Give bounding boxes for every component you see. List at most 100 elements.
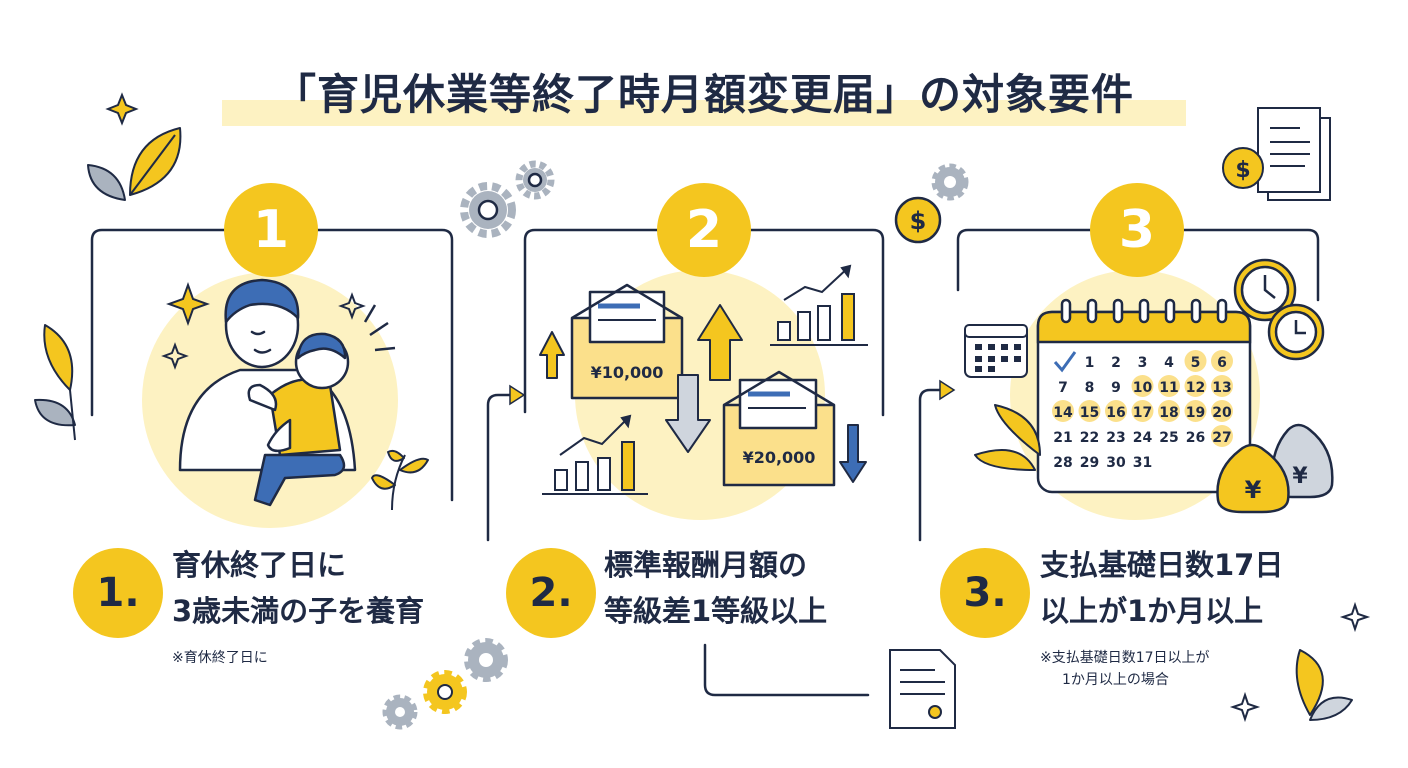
calendar-day: 31 (1133, 455, 1152, 471)
leaves-bottom-right (1295, 649, 1353, 721)
calendar-day: 17 (1133, 405, 1152, 421)
sparkles-1 (105, 92, 366, 370)
frame-2-right (746, 228, 885, 417)
calendar-day-highlight (1158, 400, 1180, 422)
title-container: 「育児休業等終了時月額変更届」の対象要件 (0, 62, 1408, 128)
calendar-day: 13 (1212, 380, 1231, 396)
calendar-day-highlight (1211, 350, 1233, 372)
arrow-head-1 (509, 384, 526, 406)
connector-1-2 (486, 393, 514, 542)
leaves-top-left (87, 127, 182, 201)
calendar-day: 8 (1085, 380, 1095, 396)
calendar-day: 14 (1053, 405, 1073, 421)
step-1-badge: 1. (73, 548, 163, 638)
calendar-day: 22 (1080, 430, 1099, 446)
calendar-day-highlight (1131, 375, 1154, 397)
connector-2-3 (918, 388, 944, 542)
step-2-number: 2 (657, 183, 751, 277)
calendar-day-highlight (1184, 350, 1207, 372)
bar-chart-1 (770, 264, 868, 346)
check-icon (1053, 351, 1077, 373)
envelope-2-amount: ¥20,000 (743, 448, 816, 467)
step-1-text: 育休終了日に 3歳未満の子を養育 (172, 542, 424, 634)
calendar-day: 4 (1164, 355, 1174, 371)
step-3-text: 支払基礎日数17日 以上が1か月以上 (1040, 542, 1283, 634)
frame-3-left (956, 228, 1095, 292)
frame-1-left (90, 228, 230, 417)
calendar-day: 19 (1186, 405, 1205, 421)
page-title: 「育児休業等終了時月額変更届」の対象要件 (273, 70, 1134, 119)
step-1-number: 1 (224, 183, 318, 277)
frame-3-right (1179, 228, 1320, 302)
gear-icon-top-right (931, 163, 969, 201)
plant-1 (371, 449, 429, 511)
step-2-line-2: 等級差1等級以上 (604, 594, 828, 628)
calendar-day: 25 (1159, 430, 1178, 446)
motion-lines-1 (363, 304, 396, 352)
sparkles-bottom-right (1229, 601, 1371, 723)
bar-chart-2 (542, 414, 648, 495)
step-2-badge: 2. (506, 548, 596, 638)
calendar-small (964, 324, 1028, 378)
calendar-day: 15 (1080, 405, 1099, 421)
step-2-line-1: 標準報酬月額の (604, 548, 808, 582)
calendar-day: 18 (1159, 405, 1178, 421)
calendar-day: 28 (1053, 455, 1072, 471)
calendar-day: 27 (1212, 430, 1231, 446)
calendar-day-highlight (1131, 400, 1154, 422)
calendar-day: 2 (1111, 355, 1121, 371)
step-3-note-line-2: 1か月以上の場合 (1062, 672, 1169, 688)
calendar-day-highlight (1105, 400, 1127, 422)
calendar-day: 1 (1085, 355, 1095, 371)
calendar-day-highlight (1211, 400, 1233, 422)
calendar-day: 7 (1058, 380, 1068, 396)
calendar-day: 12 (1186, 380, 1205, 396)
calendar-day: 5 (1191, 355, 1201, 371)
coin-icon-left: $ (894, 196, 942, 244)
connector-bottom (703, 643, 870, 697)
yen-symbol-front: ¥ (1245, 476, 1262, 504)
calendar-day: 20 (1212, 405, 1232, 421)
parent-child-illustration (178, 278, 357, 507)
envelope-2 (722, 370, 836, 487)
leaves-panel-3 (974, 404, 1041, 471)
gears-bottom-left (382, 638, 508, 730)
calendar-day-highlight (1211, 375, 1233, 397)
envelope-1 (570, 283, 684, 400)
calendar-day: 10 (1133, 380, 1153, 396)
frame-1-right (314, 228, 454, 502)
step-3-line-2: 以上が1か月以上 (1040, 594, 1264, 628)
frame-2-left (523, 228, 662, 414)
calendar-day-highlight (1184, 375, 1207, 397)
calendar-day: 9 (1111, 380, 1121, 396)
calendar-day-highlight (1078, 400, 1101, 422)
step-1-line-1: 育休終了日に (172, 548, 347, 582)
calendar-day: 23 (1106, 430, 1125, 446)
step-3-line-1: 支払基礎日数17日 (1040, 548, 1284, 582)
money-bags (1216, 423, 1334, 514)
step-3-number: 3 (1090, 183, 1184, 277)
coin-symbol-1: $ (910, 207, 927, 235)
step-1-line-2: 3歳未満の子を養育 (172, 594, 425, 628)
calendar-day-highlight (1158, 375, 1180, 397)
step-1-note: ※育休終了日に (172, 650, 268, 666)
calendar-day: 26 (1186, 430, 1205, 446)
arrows-2 (539, 304, 867, 483)
calendar-day: 16 (1106, 405, 1125, 421)
coin-symbol-2: $ (1235, 158, 1250, 183)
document-icon-bottom (889, 649, 956, 729)
documents-top-right (1222, 107, 1331, 201)
calendar-day: 3 (1138, 355, 1148, 371)
leaves-left (34, 324, 76, 441)
calendar-day: 30 (1106, 455, 1126, 471)
yen-symbol-back: ¥ (1292, 464, 1308, 489)
step-3-badge: 3. (940, 548, 1030, 638)
calendar-day: 29 (1080, 455, 1099, 471)
calendar-day: 21 (1053, 430, 1072, 446)
envelope-1-amount: ¥10,000 (591, 363, 664, 382)
calendar-day: 6 (1217, 355, 1227, 371)
calendar-day-highlight (1184, 400, 1207, 422)
clock-icons (1233, 258, 1325, 361)
